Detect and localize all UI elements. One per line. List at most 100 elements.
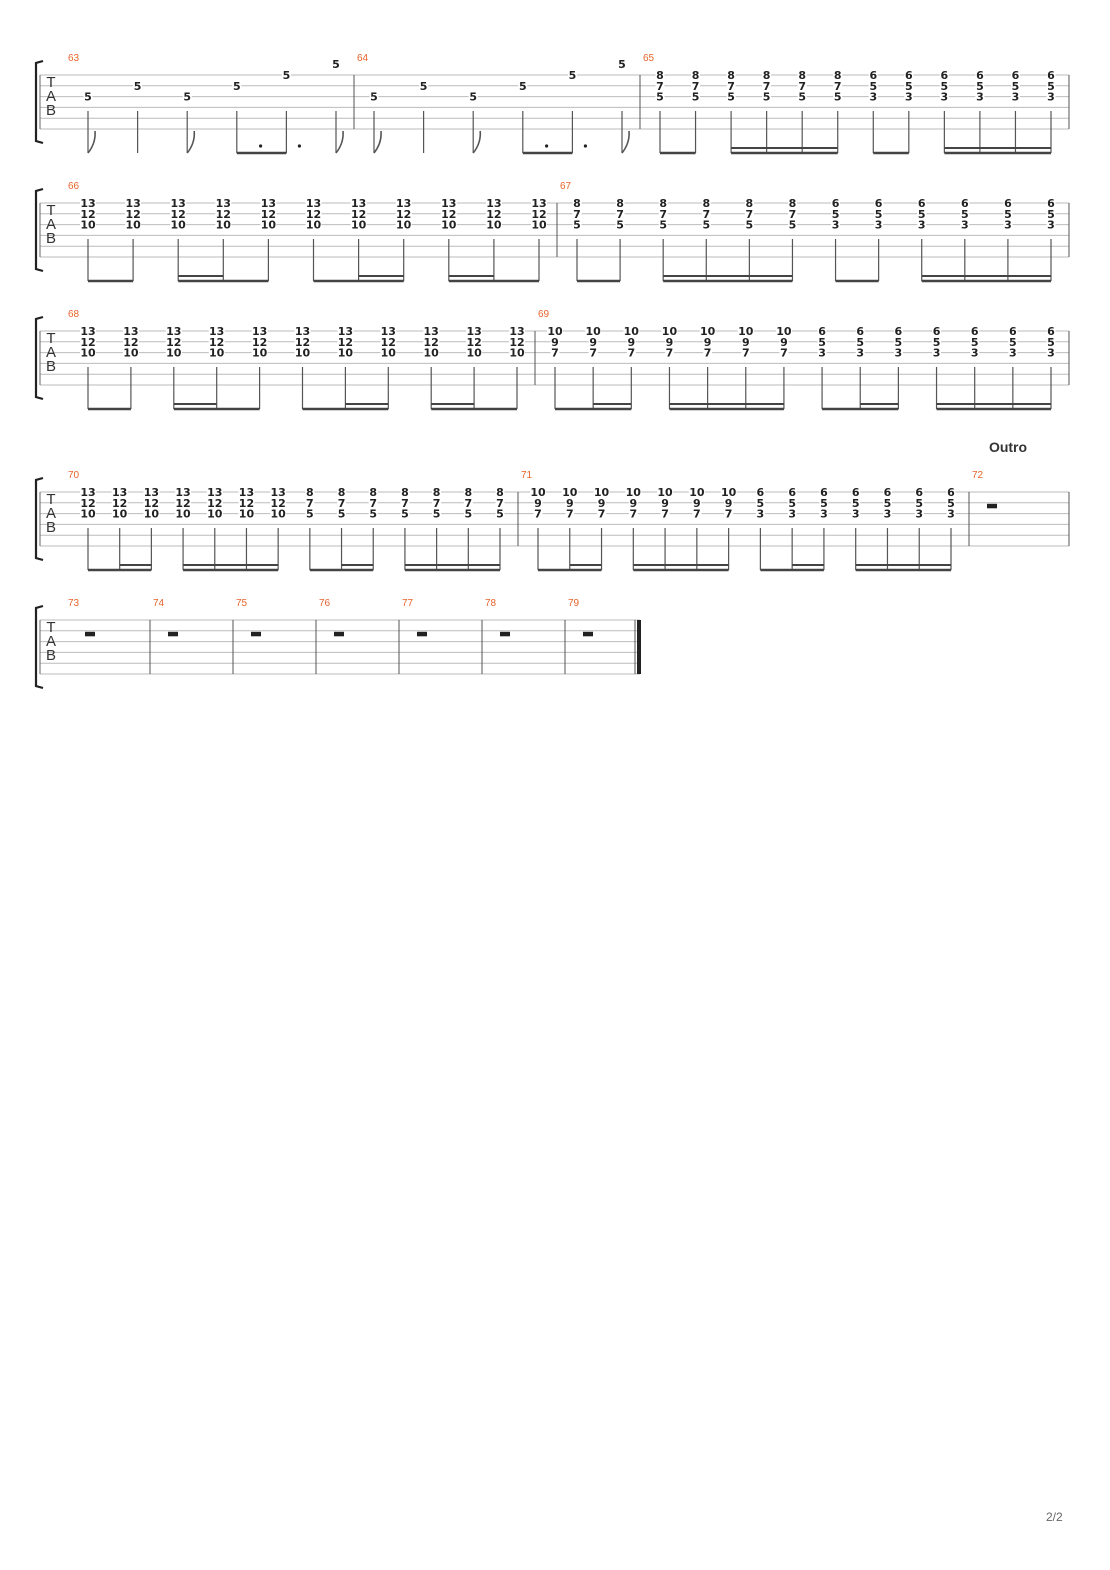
fret-knockout (400, 487, 410, 498)
fret-knockout (550, 336, 560, 348)
fret-number: 13 (338, 325, 353, 338)
fret-knockout (260, 198, 277, 209)
fret-number: 13 (166, 325, 181, 338)
fret-number: 3 (884, 508, 892, 521)
fret-number: 13 (351, 197, 366, 210)
fret-number: 12 (112, 497, 127, 510)
fret-number: 9 (534, 497, 542, 510)
fret-knockout (960, 198, 970, 209)
fret-number: 10 (144, 508, 160, 521)
fret-knockout (1008, 347, 1018, 359)
fret-knockout (533, 497, 543, 509)
fret-number: 5 (976, 80, 984, 93)
fret-knockout (1046, 326, 1056, 337)
system-bracket (34, 604, 44, 690)
fret-number: 6 (757, 486, 765, 499)
fret-number: 6 (852, 486, 860, 499)
fret-number: 3 (788, 508, 796, 521)
fret-number: 12 (171, 208, 186, 221)
fret-knockout (122, 336, 139, 348)
measure-number: 70 (68, 470, 80, 481)
fret-number: 7 (551, 347, 559, 360)
tab-clef-letter: B (46, 102, 56, 119)
fret-knockout (143, 508, 160, 520)
fret-number: 6 (1047, 197, 1055, 210)
fret-knockout (206, 508, 223, 520)
fret-number: 10 (207, 508, 223, 521)
fret-knockout (368, 497, 378, 509)
fret-knockout (615, 198, 625, 209)
fret-knockout (658, 208, 668, 220)
fret-number: 5 (798, 91, 806, 104)
fret-number: 5 (569, 69, 577, 82)
fret-number: 6 (875, 197, 883, 210)
fret-number: 13 (441, 197, 456, 210)
fret-number: 7 (627, 347, 635, 360)
measure-number: 76 (319, 598, 331, 609)
fret-knockout (1010, 91, 1020, 103)
fret-knockout (215, 208, 232, 220)
fret-number: 13 (509, 325, 524, 338)
fret-knockout (395, 208, 412, 220)
fret-number: 12 (396, 208, 411, 221)
fret-number: 5 (338, 508, 346, 521)
tab-clef-letter: B (46, 358, 56, 375)
fret-knockout (305, 198, 322, 209)
fret-number: 5 (971, 336, 979, 349)
fret-knockout (80, 508, 96, 520)
measure-number: 67 (560, 181, 572, 192)
fret-knockout (270, 497, 287, 509)
fret-number: 5 (884, 497, 892, 510)
fret-number: 7 (702, 208, 710, 221)
fret-number: 13 (239, 486, 254, 499)
fret-knockout (691, 80, 701, 92)
fret-knockout (615, 219, 625, 231)
fret-knockout (655, 80, 665, 92)
fret-knockout (175, 487, 192, 498)
fret-knockout (939, 70, 949, 81)
fret-knockout (960, 219, 970, 231)
fret-knockout (165, 347, 182, 359)
fret-number: 3 (852, 508, 860, 521)
fret-number: 5 (918, 208, 926, 221)
fret-number: 5 (763, 91, 771, 104)
measure-number: 66 (68, 181, 80, 192)
fret-number: 5 (788, 497, 796, 510)
fret-knockout (533, 508, 543, 520)
fret-number: 9 (742, 336, 750, 349)
whole-rest (334, 631, 344, 637)
fret-knockout (80, 198, 96, 209)
fret-knockout (1046, 347, 1056, 359)
fret-number: 3 (869, 91, 877, 104)
fret-knockout (125, 219, 142, 231)
fret-number: 3 (895, 347, 903, 360)
fret-knockout (779, 336, 789, 348)
measure-number: 63 (68, 53, 80, 64)
fret-knockout (691, 70, 701, 81)
fret-number: 12 (306, 208, 321, 221)
fret-knockout (165, 326, 182, 337)
measure-number: 71 (521, 470, 533, 481)
fret-number: 9 (566, 497, 574, 510)
fret-number: 6 (1047, 325, 1055, 338)
eighth-flag (335, 130, 344, 154)
fret-knockout (337, 326, 354, 337)
fret-knockout (294, 326, 311, 337)
fret-knockout (762, 91, 772, 103)
eighth-flag (472, 130, 482, 154)
fret-knockout (797, 80, 807, 92)
fret-number: 10 (624, 325, 640, 338)
fret-number: 5 (789, 219, 797, 232)
fret-number: 5 (659, 219, 667, 232)
fret-knockout (946, 508, 956, 520)
fret-knockout (380, 336, 397, 348)
fret-number: 7 (780, 347, 788, 360)
fret-number: 7 (401, 497, 409, 510)
fret-number: 10 (209, 347, 225, 360)
fret-number: 5 (306, 508, 314, 521)
tab-clef-letter: T (46, 74, 55, 91)
fret-number: 8 (692, 69, 700, 82)
fret-knockout (726, 70, 736, 81)
fret-knockout (688, 487, 705, 498)
